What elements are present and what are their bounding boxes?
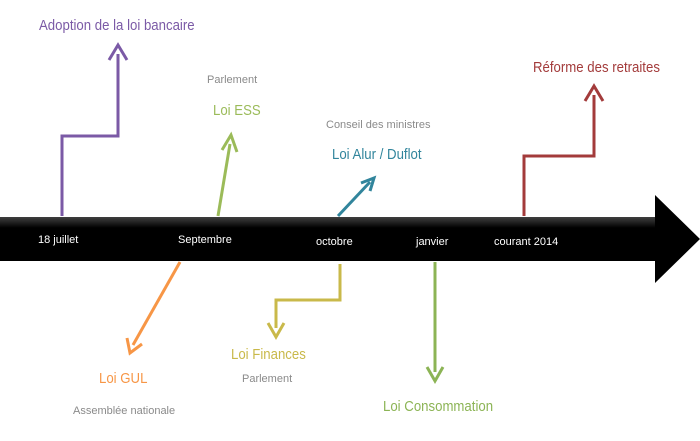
event-title-reforme-retraites: Réforme des retraites — [533, 59, 660, 76]
event-title-loi-finances: Loi Finances — [231, 346, 306, 363]
connector-loi-finances — [274, 264, 342, 328]
date-label-septembre: Septembre — [178, 234, 232, 246]
event-subtitle-loi-alur: Conseil des ministres — [326, 119, 431, 131]
connector-reforme-retraites — [522, 95, 596, 216]
event-title-loi-consommation: Loi Consommation — [383, 398, 494, 415]
date-label-courant-2014: courant 2014 — [494, 236, 559, 248]
event-subtitle-loi-finances: Parlement — [242, 373, 293, 385]
timeline-arrow-shine — [0, 217, 655, 239]
arrowhead-loi-bancaire — [107, 42, 129, 61]
event-title-loi-alur: Loi Alur / Duflot — [332, 146, 422, 163]
arrowhead-loi-alur — [360, 175, 377, 192]
event-subtitle-loi-gul: Assemblée nationale — [73, 405, 176, 417]
arrowhead-loi-consommation — [425, 366, 445, 385]
arrowhead-loi-gul — [125, 337, 143, 356]
arrowhead-loi-finances — [266, 322, 286, 341]
arrowhead-loi-ess — [220, 131, 239, 153]
date-label-octobre: octobre — [316, 236, 353, 248]
event-title-loi-ess: Loi ESS — [213, 102, 261, 119]
event-title-loi-bancaire: Adoption de la loi bancaire — [39, 17, 195, 34]
connector-loi-gul — [131, 261, 182, 346]
connector-loi-bancaire — [60, 54, 120, 216]
event-subtitle-loi-ess: Parlement — [207, 74, 258, 86]
connector-loi-alur — [336, 180, 372, 218]
event-title-loi-gul: Loi GUL — [99, 370, 148, 387]
date-label-janvier: janvier — [416, 236, 449, 248]
connector-loi-ess — [216, 143, 232, 217]
date-label-18-juillet: 18 juillet — [38, 234, 79, 246]
arrowhead-reforme-retraites — [583, 83, 605, 102]
